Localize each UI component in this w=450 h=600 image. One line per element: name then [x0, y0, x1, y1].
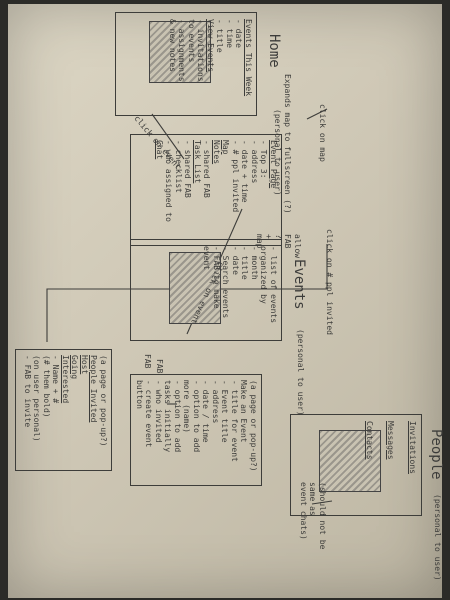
people-note: (personal to user) — [433, 494, 442, 581]
make-event-lines: (a page or pop-up?) Make an Event - titl… — [135, 380, 258, 472]
make-event-line-6: - option to add — [192, 380, 201, 453]
make-event-line-11: - create event — [144, 380, 154, 448]
make-event-line-8: - option to add — [173, 380, 182, 453]
event-page-line-1: - Top 3: — [259, 140, 269, 179]
label-click-on-map: click on map — [318, 104, 327, 162]
make-event-line-2: - title for event — [230, 380, 239, 462]
event-page-lines: Event Page - Top 3: - address - date + t… — [155, 140, 278, 222]
event-page-box: Event Page - Top 3: - address - date + t… — [130, 134, 282, 246]
home-line-5: - invitations — [196, 19, 206, 82]
home-box: Events This Week - date - time - title V… — [115, 12, 257, 116]
make-event-line-0: (a page or pop-up?) — [249, 380, 258, 472]
fab-cluster: allow FAB ? + map — [255, 234, 302, 259]
fab-label-2: ? — [274, 234, 283, 239]
event-page-line-7: - shared FAB — [202, 140, 212, 198]
make-event-line-12: button — [135, 380, 144, 409]
events-line-3: - title — [240, 246, 250, 280]
home-line-4: View Events — [206, 19, 215, 72]
home-line-0: Events This Week — [244, 19, 253, 97]
event-page-line-0: Event Page — [269, 140, 278, 189]
home-title: Home — [266, 34, 282, 68]
home-line-6: to events — [187, 19, 196, 63]
home-line-2: - time — [225, 19, 234, 48]
people-line-2: Contacts — [365, 421, 374, 460]
make-event-line-4: - address — [211, 380, 220, 424]
make-event-box: (a page or pop-up?) Make an Event - titl… — [130, 374, 262, 486]
people-side-note-0: (should not be — [318, 482, 327, 550]
people-invited-box: (a page or pop-up?) People Invited Host … — [15, 349, 112, 471]
make-event-line-7: more (name) — [182, 380, 192, 433]
people-side-note: (should not be same as event chats) — [299, 482, 327, 550]
arrow-map-to-fullscreen — [306, 108, 328, 120]
diagram-canvas: Events This Week - date - time - title V… — [8, 4, 444, 598]
label-expands-map: Expands map to fullscreen (?) — [283, 74, 292, 214]
events-title: Events — [291, 259, 307, 310]
people-line-0: Invitations — [408, 421, 417, 474]
make-event-line-10: - who invited — [154, 380, 163, 443]
home-line-7: - assignments — [177, 19, 187, 82]
people-side-note-2: event chats) — [299, 482, 308, 540]
events-line-5: - Search events — [221, 246, 231, 319]
home-line-8: & new notes — [168, 19, 177, 72]
home-line-1: - date — [234, 19, 244, 48]
people-lines: Invitations Messages Contacts — [365, 421, 417, 474]
label-fab-to-people: FAB — [143, 354, 152, 369]
home-line-3: - title — [215, 19, 225, 53]
event-page-line-2: - address — [250, 140, 259, 184]
people-invited-line-2: Host — [80, 355, 89, 375]
arrow-home-to-event — [151, 113, 185, 160]
event-page-line-5: Map — [221, 140, 231, 155]
people-line-1: Messages — [386, 421, 396, 460]
events-note: (personal to user) — [296, 329, 305, 416]
make-event-line-9: tasks initially — [163, 380, 173, 453]
people-invited-line-6: (# them bold) — [42, 355, 51, 418]
event-page-line-9: - shared FAB — [183, 140, 193, 198]
people-invited-line-1: People Invited — [89, 355, 99, 423]
people-side-note-1: same as — [308, 482, 318, 516]
fab-label-3: + — [264, 234, 274, 239]
arrow-people-to-side — [311, 500, 333, 505]
make-event-line-1: Make an Event — [239, 380, 249, 443]
label-click-ppl-invited: click on # ppl invited — [325, 229, 334, 335]
label-fab: FAB — [155, 359, 164, 374]
people-invited-line-0: (a page or pop-up?) — [99, 355, 108, 447]
home-lines: Events This Week - date - time - title V… — [168, 19, 253, 97]
people-invited-lines: (a page or pop-up?) People Invited Host … — [23, 355, 108, 447]
fab-label-4: map — [255, 234, 264, 249]
paper-background — [8, 4, 442, 598]
people-invited-line-7: (on user personal) — [32, 355, 42, 442]
make-event-line-3: - Event title — [220, 380, 230, 443]
fab-label-1: FAB — [283, 234, 293, 249]
people-invited-line-8: - FAB to invite — [23, 355, 32, 428]
people-title: People — [428, 429, 444, 480]
event-page-line-8: Task List — [193, 140, 202, 184]
event-page-line-10: - checklist — [174, 140, 183, 193]
people-invited-line-5: - Name + # — [51, 355, 61, 404]
event-page-line-4: - # ppl invited — [231, 140, 240, 213]
event-page-line-3: - date + time — [240, 140, 250, 203]
events-line-4: - date — [231, 246, 240, 275]
make-event-line-5: - date / time — [201, 380, 211, 443]
event-page-line-6: Notes — [212, 140, 221, 165]
people-invited-line-3: Going — [70, 355, 80, 380]
fab-label-0: allow — [293, 234, 302, 259]
people-invited-line-4: Interested — [61, 355, 70, 404]
